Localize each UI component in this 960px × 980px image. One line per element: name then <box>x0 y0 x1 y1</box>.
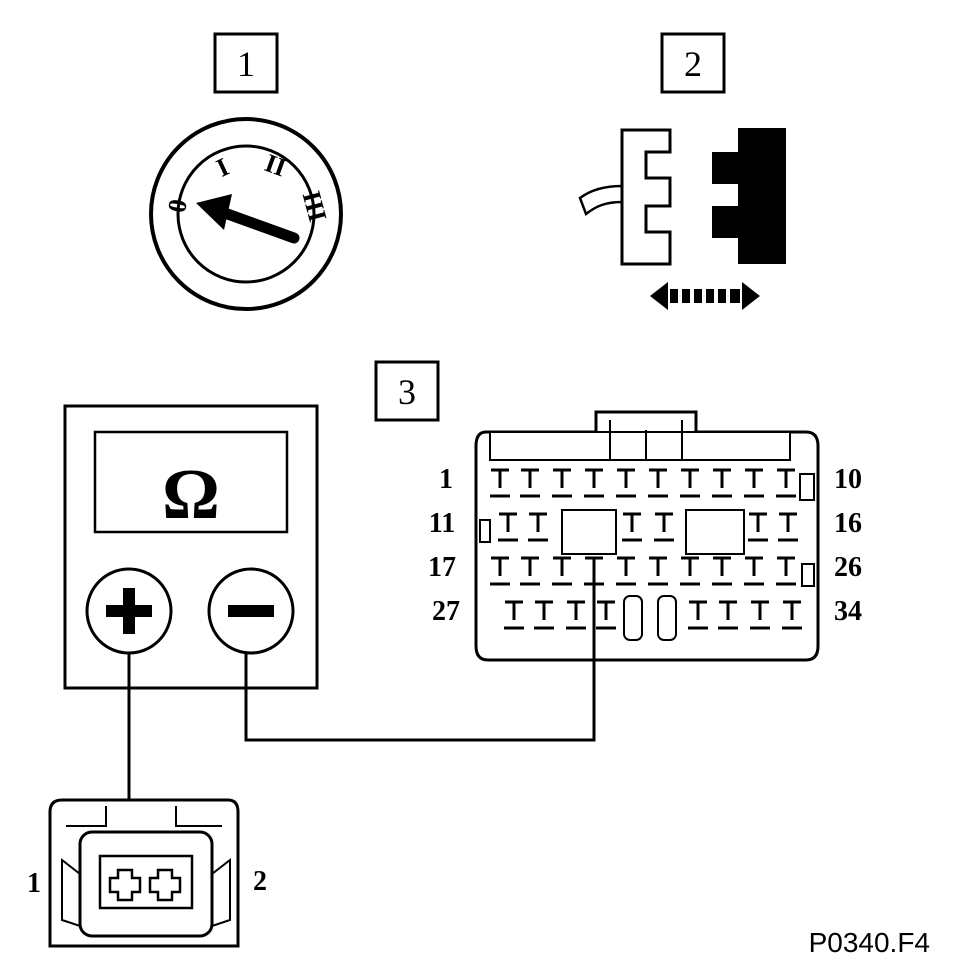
ecu-terminal <box>744 468 764 498</box>
ecu-pin-grid <box>490 468 802 630</box>
ecu-cavity-block <box>561 509 617 555</box>
sensor-pin-label-1: 1 <box>27 868 41 899</box>
ecu-terminal <box>552 556 572 586</box>
ecu-terminal <box>744 556 764 586</box>
step-3-box <box>374 360 440 422</box>
negative-probe-wire <box>244 564 596 742</box>
ecu-row-label-left: 17 <box>428 552 456 583</box>
ecu-connector-top-rim <box>489 431 791 461</box>
ecu-connector: 1 11 17 27 10 16 26 34 <box>428 410 862 662</box>
ecu-terminal <box>528 512 548 542</box>
ecu-row-label-left: 1 <box>439 464 453 495</box>
ecu-side-key <box>799 473 815 501</box>
ecu-terminal <box>596 600 616 630</box>
ecu-terminal <box>654 512 674 542</box>
ecu-cavity-slot <box>623 595 643 641</box>
ecu-terminal <box>566 600 586 630</box>
ecu-side-key <box>479 519 491 543</box>
ecu-terminal <box>552 468 572 498</box>
figure-code: P0340.F4 <box>809 927 930 958</box>
connector-socket-black <box>712 128 786 264</box>
ohmmeter-display <box>93 430 289 534</box>
ecu-terminal <box>584 468 604 498</box>
sensor-pin-2 <box>148 868 182 902</box>
ignition-switch: 0 I II III <box>149 117 343 311</box>
ecu-row-label-right: 10 <box>834 464 862 495</box>
ecu-row-label-right: 34 <box>834 596 862 627</box>
step-2-group: 2 <box>660 32 726 94</box>
ecu-row-label-left: 11 <box>429 508 455 539</box>
ecu-terminal <box>622 512 642 542</box>
sensor-pin-1 <box>108 868 142 902</box>
ohm-symbol: Ω <box>162 454 220 534</box>
ecu-terminal <box>718 600 738 630</box>
sensor-connector: 1 2 <box>27 798 267 948</box>
ecu-terminal <box>782 600 802 630</box>
step-3-group: 3 <box>374 360 440 422</box>
ecu-terminal <box>776 556 796 586</box>
step-1-group: 1 <box>213 32 279 94</box>
connector-wire <box>578 184 624 217</box>
ecu-terminal <box>616 556 636 586</box>
ecu-row-label-left: 27 <box>432 596 460 627</box>
ecu-terminal <box>490 556 510 586</box>
ignition-pointer-arrow <box>196 194 300 244</box>
ecu-terminal <box>748 512 768 542</box>
minus-icon <box>228 605 274 617</box>
ecu-row-label-right: 16 <box>834 508 862 539</box>
step-2-number: 2 <box>684 44 702 84</box>
ecu-terminal <box>776 468 796 498</box>
ecu-terminal <box>712 468 732 498</box>
ecu-terminal <box>520 556 540 586</box>
ecu-terminal <box>490 468 510 498</box>
step-3-number: 3 <box>398 372 416 412</box>
ignition-inner-ring <box>176 144 316 284</box>
step-1-box <box>213 32 279 94</box>
ecu-side-key <box>801 563 815 587</box>
ecu-terminal <box>534 600 554 630</box>
ecu-terminal <box>712 556 732 586</box>
ecu-terminal <box>520 468 540 498</box>
ohmmeter: Ω <box>63 404 319 690</box>
ecu-cavity-slot <box>657 595 677 641</box>
step-2-box <box>660 32 726 94</box>
sensor-latch-right <box>175 806 222 827</box>
sensor-latch-left <box>66 806 107 827</box>
ecu-terminal <box>680 468 700 498</box>
connector-plug-white <box>620 128 672 266</box>
ecu-terminal <box>616 468 636 498</box>
ecu-terminal <box>680 556 700 586</box>
ignition-position-0: 0 <box>162 197 193 215</box>
ecu-terminal <box>498 512 518 542</box>
ecu-terminal <box>648 556 668 586</box>
connector-disconnect-icon <box>578 128 786 310</box>
double-arrow-icon <box>650 282 760 310</box>
ecu-row-label-right: 26 <box>834 552 862 583</box>
sensor-pin-label-2: 2 <box>253 866 267 897</box>
ecu-cavity-block <box>685 509 745 555</box>
ecu-terminal <box>778 512 798 542</box>
step-1-number: 1 <box>237 44 255 84</box>
plus-icon <box>106 588 152 634</box>
ecu-terminal <box>504 600 524 630</box>
ecu-terminal <box>688 600 708 630</box>
ecu-terminal <box>648 468 668 498</box>
ecu-terminal <box>750 600 770 630</box>
